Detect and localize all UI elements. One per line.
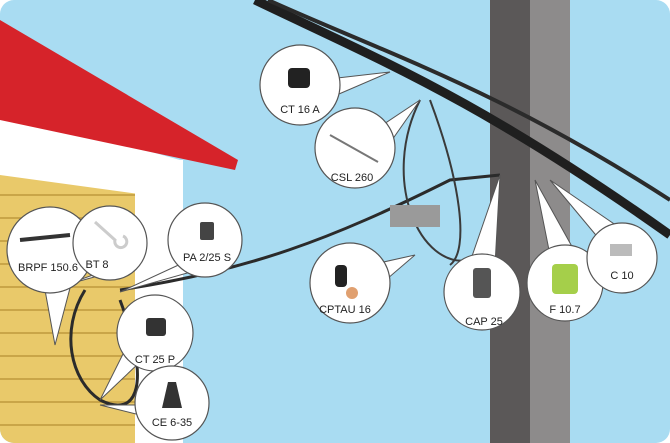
tap-wire [429, 99, 462, 266]
label-cap25: CAP 25 [465, 316, 503, 328]
cable-tie-icon [329, 134, 379, 163]
end-cap-icon [162, 382, 182, 408]
roof [0, 20, 238, 170]
distribution-box [390, 205, 440, 227]
lug-icon [335, 265, 347, 287]
label-ct25p: CT 25 P [134, 354, 176, 366]
label-cptau16: CPTAU 16 [319, 304, 371, 316]
ct25p-clamp-icon [146, 318, 166, 336]
label-brpf150-6: BRPF 150.6 [18, 262, 78, 274]
buckle-icon [610, 244, 632, 256]
hook-icon [93, 220, 129, 250]
label-bt8: BT 8 [85, 259, 109, 271]
main-cable-2 [267, 0, 670, 202]
bracket-cap-icon [473, 268, 491, 298]
eave [0, 110, 183, 200]
label-ct16a: CT 16 A [280, 104, 320, 116]
fixing-icon [552, 264, 578, 294]
label-c10: C 10 [610, 270, 634, 282]
anchor-clamp-icon [200, 222, 214, 240]
ct16a-clamp-icon [288, 68, 310, 88]
label-ce6-35: CE 6-35 [151, 417, 193, 429]
label-pa225s: PA 2/25 S [182, 252, 232, 264]
lug-ring-icon [346, 287, 358, 299]
service-cable [119, 173, 501, 292]
label-csl260: CSL 260 [330, 172, 374, 184]
main-cable [253, 0, 670, 239]
label-f10-7: F 10.7 [549, 304, 581, 316]
bracket-icon [19, 233, 71, 242]
